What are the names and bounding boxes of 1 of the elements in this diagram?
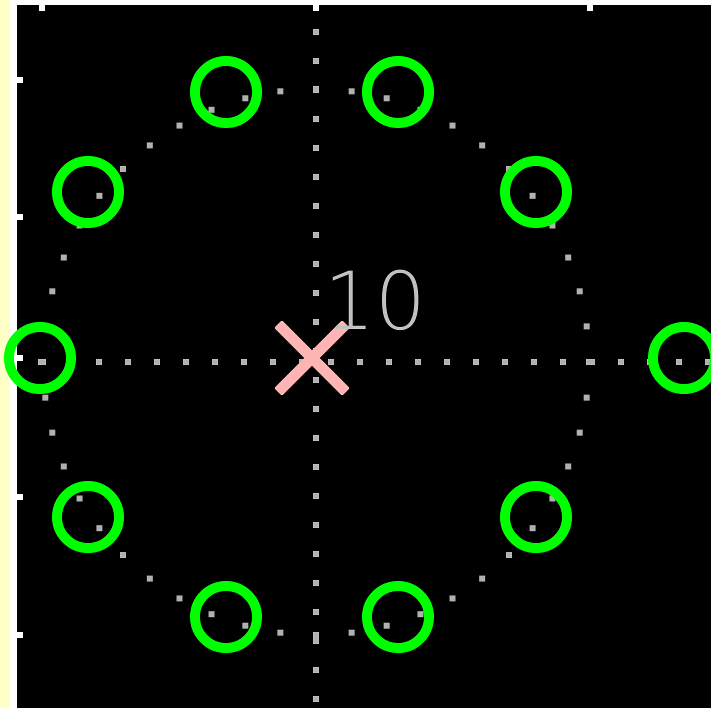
- count-label: 10: [324, 262, 426, 342]
